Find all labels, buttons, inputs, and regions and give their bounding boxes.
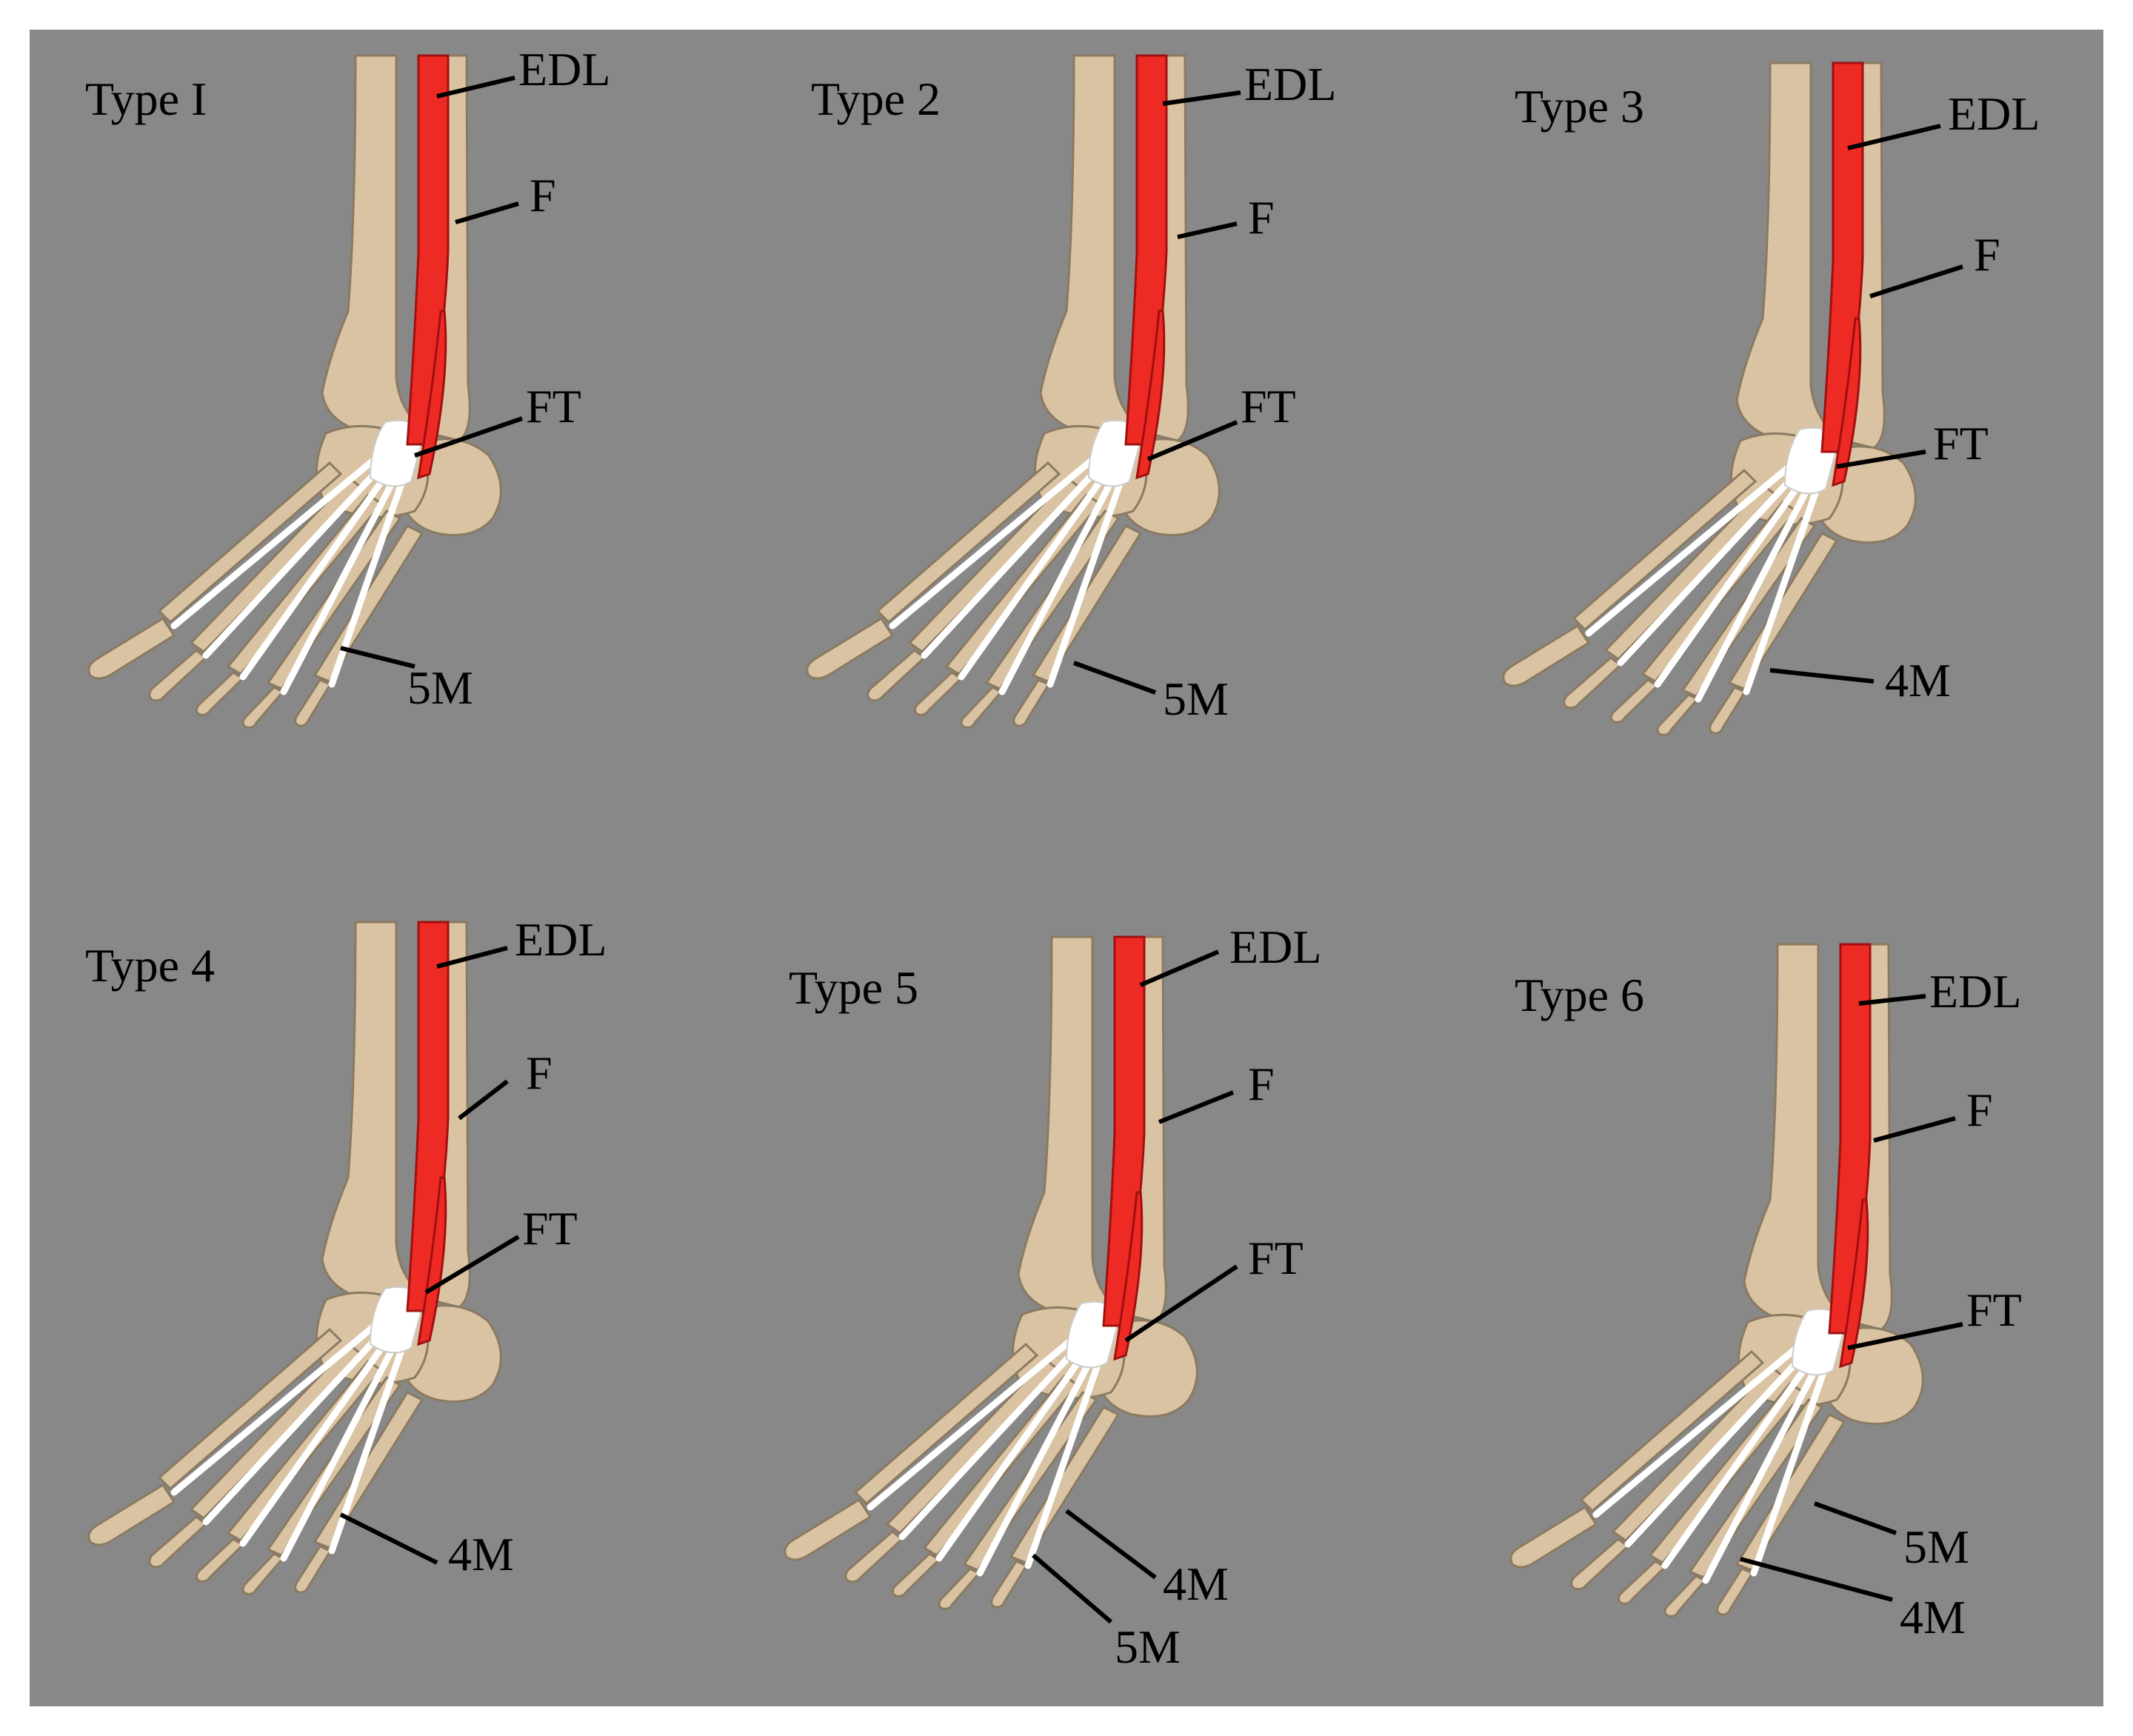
f-leader-line [458,1079,509,1121]
f-label: F [530,169,556,221]
ft-label: FT [1966,1283,2022,1336]
ankle-foot-illustration [785,937,1198,1609]
edl-leader-line [436,76,515,99]
foot-leader-line-1 [1813,1501,1897,1535]
edl-leader-line [1858,994,1926,1006]
panel-type6: Type 6 EDL F FT 5M 4M [1511,944,2022,1643]
edl-leader-line [1847,124,1941,150]
f-leader-line [1869,264,1963,298]
f-label: F [1248,191,1275,244]
edl-label: EDL [1229,921,1321,973]
ankle-foot-illustration [1511,944,1923,1616]
ft-leader-line [414,416,523,458]
edl-label: EDL [1948,87,2040,140]
f-leader-line [455,201,519,224]
ft-label: FT [1248,1232,1304,1284]
panel-title: Type 5 [789,961,918,1014]
foot-label-2: 4M [1900,1591,1966,1643]
panel-type3: Type 3 EDL F FT 4M [1503,63,2040,735]
edl-label: EDL [515,913,607,966]
f-label: F [526,1046,553,1099]
edl-leader-line [436,946,508,969]
foot-label-2: 5M [1115,1620,1181,1673]
foot-label-1: 4M [448,1528,514,1580]
panel-title: Type I [85,73,207,125]
edl-label: EDL [1244,58,1336,110]
f-leader-line [1158,1090,1235,1124]
f-leader-line [1177,221,1238,239]
ft-leader-line [1847,1322,1963,1350]
foot-leader-line-1 [340,646,415,669]
edl-leader-line [1162,90,1241,106]
edl-leader-line [1139,949,1220,987]
panel-type2: Type 2 EDL F FT 5M [807,56,1336,727]
ft-label: FT [1933,417,1989,470]
ankle-foot-illustration [89,922,501,1594]
foot-leader-line-2 [1740,1557,1893,1602]
edl-label: EDL [518,43,610,96]
ft-leader-line [1124,1264,1238,1343]
ft-label: FT [526,380,581,433]
f-leader-line [1873,1116,1956,1143]
ft-leader-line [424,1235,520,1295]
f-label: F [1248,1058,1275,1110]
foot-leader-line-2 [1032,1553,1112,1624]
ankle-foot-illustration [807,56,1220,727]
foot-leader-line-1 [1072,661,1157,695]
ankle-foot-illustration [1503,63,1916,735]
panel-title: Type 2 [811,73,941,125]
panel-title: Type 6 [1515,969,1644,1021]
figure-panel-grid: Type I EDL F FT 5M Type 2 EDL F FT 5M Ty… [30,30,2103,1706]
ft-leader-line [1836,450,1926,469]
panel-type1: Type I EDL F FT 5M [85,43,610,727]
f-label: F [1966,1084,1993,1136]
edl-label: EDL [1929,965,2021,1018]
panel-type5: Type 5 EDL F FT 4M 5M [785,921,1321,1673]
figure-svg: Type I EDL F FT 5M Type 2 EDL F FT 5M Ty… [85,43,2040,1673]
ankle-foot-illustration [89,56,501,727]
panel-type4: Type 4 EDL F FT 4M [85,913,607,1594]
foot-leader-line-1 [339,1512,438,1565]
panel-title: Type 3 [1515,80,1644,133]
foot-label-1: 5M [1903,1520,1969,1573]
foot-label-1: 4M [1885,654,1951,707]
foot-label-1: 5M [407,661,473,714]
panel-title: Type 4 [85,939,215,992]
f-label: F [1974,228,2000,281]
ft-label: FT [1241,380,1296,433]
foot-label-1: 5M [1163,672,1229,725]
foot-leader-line-1 [1769,668,1875,684]
foot-leader-line-1 [1065,1509,1157,1580]
ft-leader-line [1146,420,1238,461]
foot-label-1: 4M [1163,1558,1229,1610]
ft-label: FT [522,1202,578,1255]
